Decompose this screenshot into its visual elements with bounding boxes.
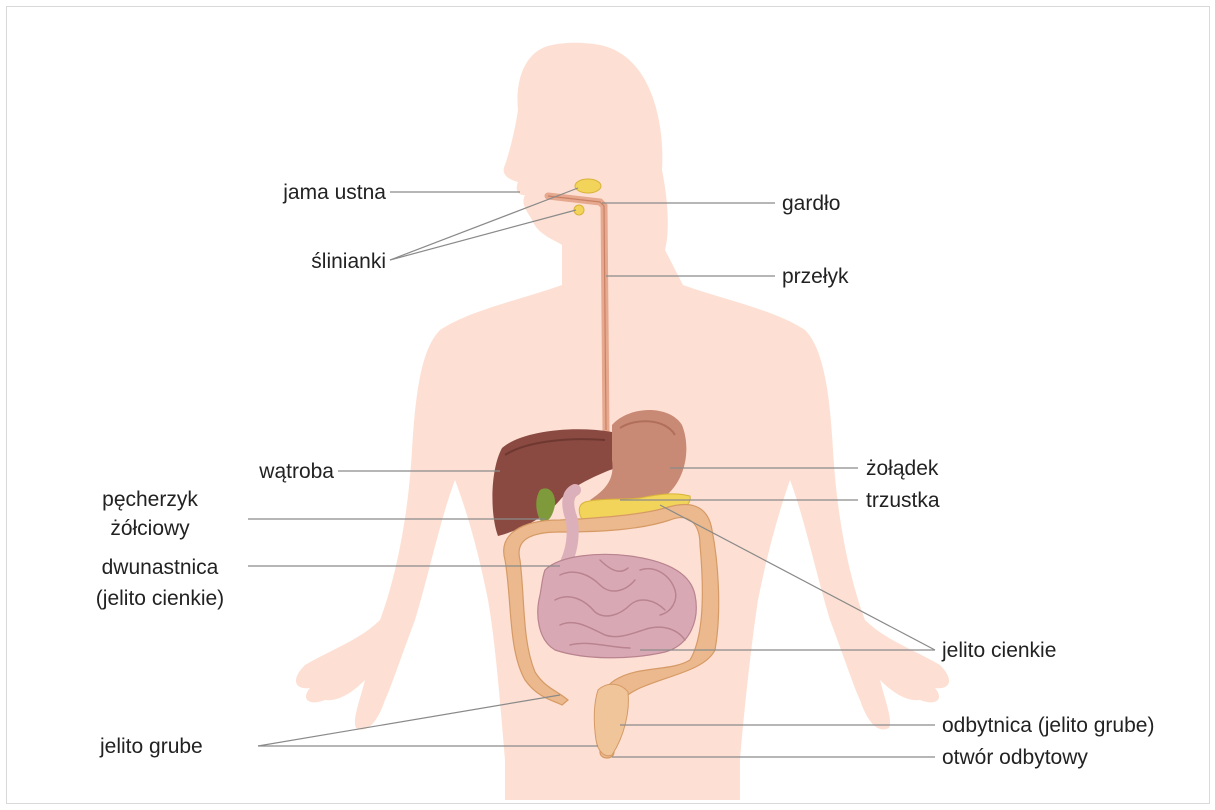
label-anus: otwór odbytowy (942, 746, 1088, 769)
label-gallbladder-line2: żółciowy (110, 517, 190, 540)
label-gallbladder-line1: pęcherzyk (102, 488, 198, 511)
salivary-gland-upper (575, 179, 601, 193)
label-large-intestine: jelito grube (99, 735, 203, 758)
label-mouth: jama ustna (282, 181, 386, 204)
label-pharynx: gardło (782, 192, 840, 215)
label-esophagus: przełyk (782, 265, 849, 288)
label-duodenum-line2: (jelito cienkie) (96, 587, 224, 610)
label-salivary-glands: ślinianki (311, 250, 386, 273)
label-small-intestine: jelito cienkie (941, 639, 1056, 662)
label-pancreas: trzustka (866, 489, 940, 512)
label-rectum: odbytnica (jelito grube) (942, 714, 1154, 737)
label-stomach: żołądek (866, 457, 939, 480)
label-duodenum-line1: dwunastnica (102, 556, 219, 579)
label-liver: wątroba (258, 460, 334, 483)
